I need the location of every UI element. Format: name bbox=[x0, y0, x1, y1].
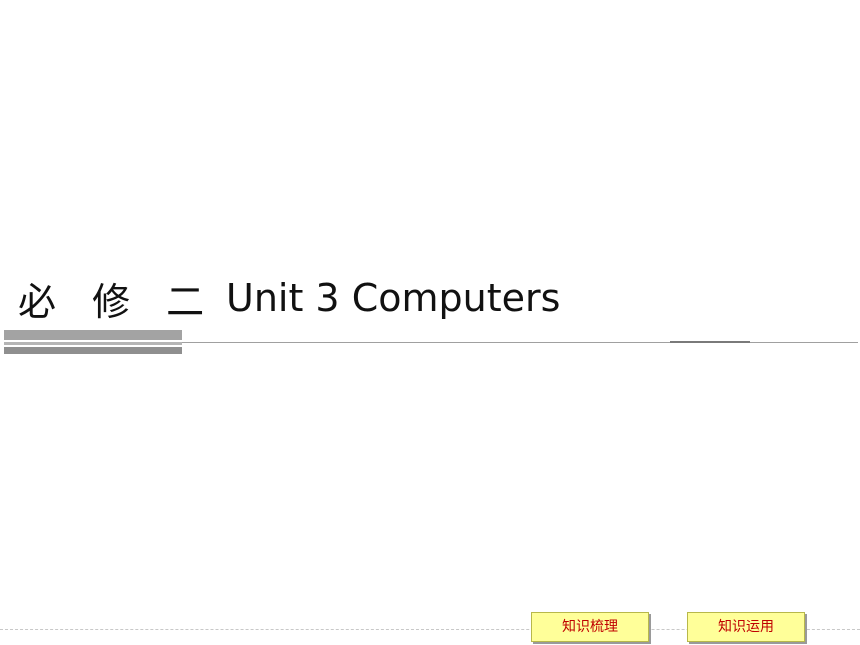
decorative-bars bbox=[4, 330, 182, 354]
footer-dashed-line bbox=[0, 629, 860, 630]
decorative-bar-bottom bbox=[4, 347, 182, 354]
knowledge-application-button[interactable]: 知识运用 bbox=[687, 612, 805, 642]
decorative-bar-top bbox=[4, 330, 182, 340]
unit-title: Unit 3 Computers bbox=[226, 276, 561, 320]
title-underline-shade bbox=[670, 341, 750, 343]
decorative-bar-middle bbox=[4, 342, 182, 345]
title-underline bbox=[182, 342, 858, 343]
slide-title: 必 修 二 Unit 3 Computers bbox=[18, 270, 560, 326]
knowledge-review-button[interactable]: 知识梳理 bbox=[531, 612, 649, 642]
book-label: 必 修 二 bbox=[18, 279, 217, 324]
